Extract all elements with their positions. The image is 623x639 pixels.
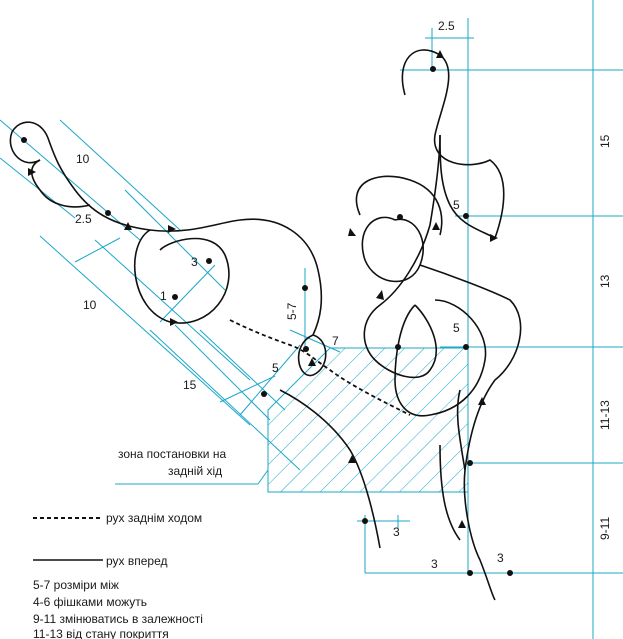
dim-3-bottom-left: 3	[431, 557, 438, 571]
note-line-2: 4-6 фішками можуть	[33, 595, 147, 609]
zone-label-line1: зона постановки на	[118, 447, 226, 461]
dim-3-bottom-right: 3	[497, 551, 504, 565]
zone-label: зона постановки на задній хід	[118, 447, 226, 478]
dimension-labels: 2.5 15 13 11-13 9-11 10 2.5 10 15 3 1 5-…	[75, 19, 612, 571]
note-line-4: 11-13 від стану покриття	[33, 627, 169, 639]
legend-forward-label: рух вперед	[106, 554, 168, 568]
note-line-3: 9-11 змінюватись в залежності	[33, 612, 203, 626]
zone-label-line2: задній хід	[168, 464, 222, 478]
cones	[21, 66, 513, 576]
legend: рух заднім ходом рух вперед	[33, 511, 202, 568]
dim-5-upper: 5	[453, 198, 460, 212]
dim-10-lower: 10	[83, 298, 97, 312]
direction-arrows	[28, 50, 498, 528]
notes: 5-7 розміри між 4-6 фішками можуть 9-11 …	[33, 578, 203, 639]
note-line-1: 5-7 розміри між	[33, 578, 119, 592]
dim-3-circle: 3	[191, 255, 198, 269]
dim-13-right: 13	[598, 274, 612, 288]
dim-10-upper: 10	[76, 152, 90, 166]
right-guide-grid	[357, 0, 623, 639]
reverse-zone	[115, 347, 469, 493]
dim-15-left: 15	[183, 378, 197, 392]
dim-9-11-right: 9-11	[598, 517, 612, 540]
dim-2-5-top: 2.5	[438, 19, 455, 33]
dim-1-circle: 1	[160, 289, 167, 303]
legend-reverse-label: рух заднім ходом	[106, 511, 202, 525]
dim-5-middle: 5	[453, 321, 460, 335]
dim-11-13-right: 11-13	[598, 400, 612, 430]
dim-3-bottom-small: 3	[393, 525, 400, 539]
dim-15-right: 15	[598, 134, 612, 148]
dim-5-7: 5-7	[285, 302, 299, 320]
dim-2-5-left: 2.5	[75, 212, 92, 226]
forward-path	[9, 49, 522, 601]
dim-5-small: 5	[272, 361, 279, 375]
dim-7: 7	[332, 334, 339, 348]
